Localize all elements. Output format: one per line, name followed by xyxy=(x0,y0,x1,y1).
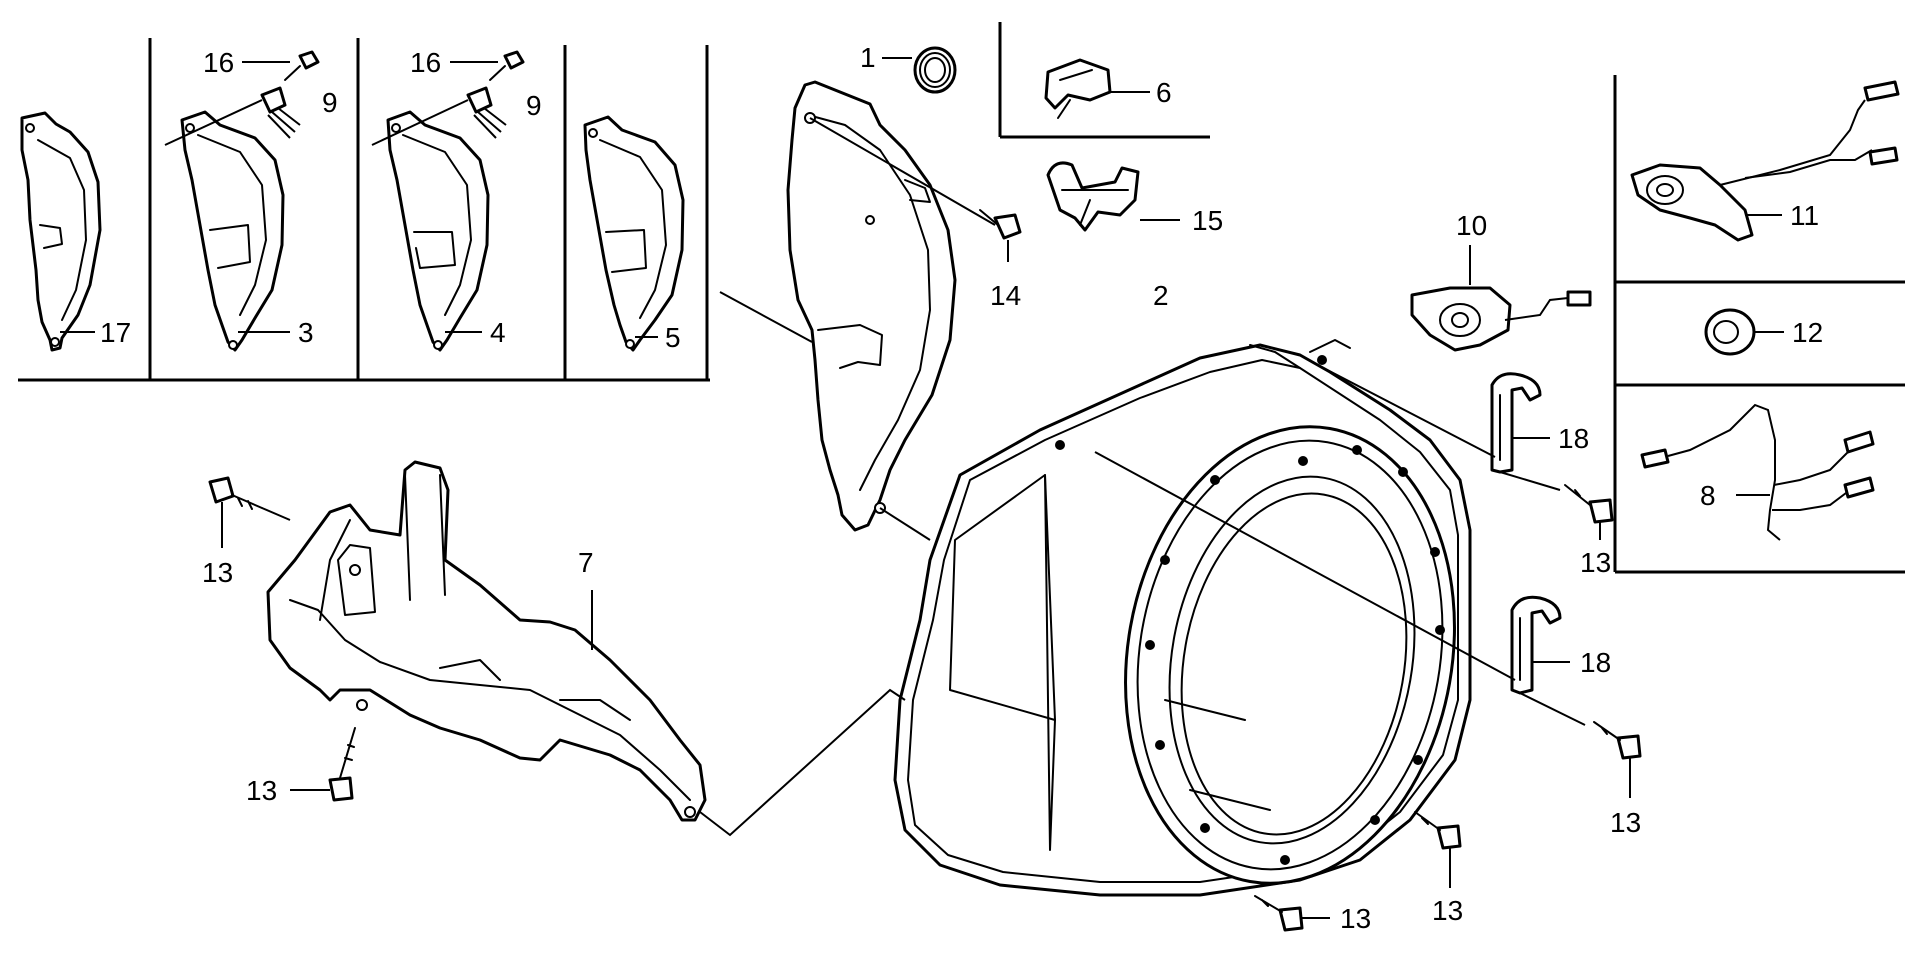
callout-12: 12 xyxy=(1792,317,1823,348)
bolt-13-bottom-center xyxy=(1414,811,1462,888)
callout-13-right-lower: 13 xyxy=(1610,807,1641,838)
bracket-18-upper xyxy=(1311,361,1561,491)
bolt-13-upper-left xyxy=(208,476,291,548)
shroud-variant-3 xyxy=(164,50,320,352)
shroud-variant-17 xyxy=(20,111,102,352)
callout-10: 10 xyxy=(1456,210,1487,241)
sensor-harness-11 xyxy=(1630,80,1900,242)
callout-15: 15 xyxy=(1192,205,1223,236)
callout-13-right-upper: 13 xyxy=(1580,547,1611,578)
callout-17: 17 xyxy=(100,317,131,348)
callout-4: 4 xyxy=(490,317,506,348)
shroud-variant-5 xyxy=(583,115,685,352)
nut-12 xyxy=(1704,308,1784,356)
right-parts-frame xyxy=(1613,75,1905,574)
callout-16-variant-3: 16 xyxy=(203,47,234,78)
callout-11: 11 xyxy=(1790,200,1819,231)
inset-frame-6 xyxy=(998,22,1210,139)
callout-1: 1 xyxy=(860,42,876,73)
bolt-13-right-upper xyxy=(1564,484,1614,540)
callout-18-upper: 18 xyxy=(1558,423,1589,454)
bolt-13-lower-left xyxy=(290,727,356,802)
callout-13-bottom-center: 13 xyxy=(1432,895,1463,926)
callout-13-lower-left: 13 xyxy=(246,775,277,806)
grommet-1 xyxy=(882,46,957,94)
callout-14: 14 xyxy=(990,280,1021,311)
shroud-variant-4 xyxy=(371,50,525,352)
bracket-18-lower xyxy=(1094,451,1586,726)
callout-5: 5 xyxy=(665,322,681,353)
callout-9-variant-3: 9 xyxy=(322,87,338,118)
callout-18-lower: 18 xyxy=(1580,647,1611,678)
callout-6: 6 xyxy=(1156,77,1172,108)
callout-13-bottom: 13 xyxy=(1340,903,1371,934)
callout-3: 3 xyxy=(298,317,314,348)
wire-harness-8 xyxy=(1640,403,1875,541)
callout-9-variant-4: 9 xyxy=(526,90,542,121)
clip-15 xyxy=(1046,161,1180,232)
bolt-13-right-lower xyxy=(1593,721,1642,798)
shroud-14 xyxy=(719,80,1022,541)
sensor-10 xyxy=(1410,245,1592,352)
callout-16-variant-4: 16 xyxy=(410,47,441,78)
callout-2: 2 xyxy=(1153,280,1169,311)
callout-8: 8 xyxy=(1700,480,1716,511)
variant-panel-frame xyxy=(18,38,710,382)
guard-7 xyxy=(266,460,906,837)
clip-6 xyxy=(1044,58,1150,119)
bolt-13-bottom xyxy=(1254,895,1330,932)
fan-cover-2 xyxy=(893,339,1472,897)
callout-7: 7 xyxy=(578,547,594,578)
callout-13-upper-left: 13 xyxy=(202,557,233,588)
